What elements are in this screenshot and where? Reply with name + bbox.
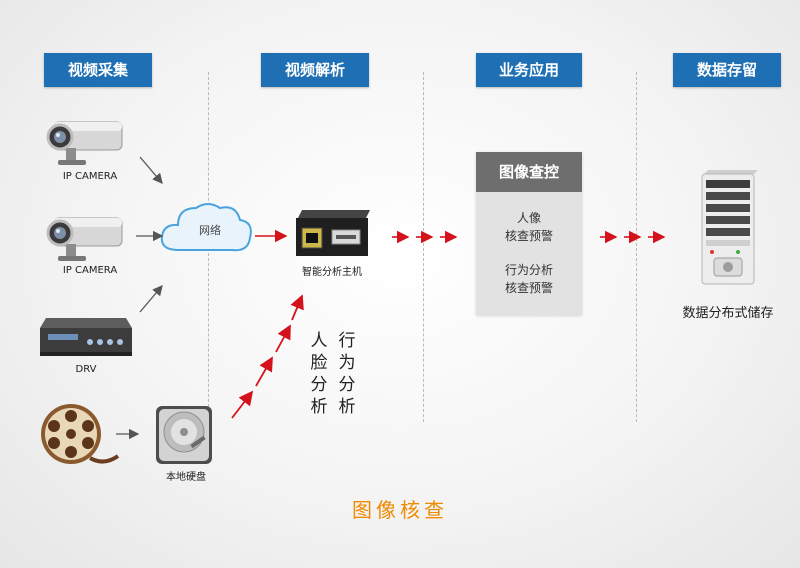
ip-camera-icon bbox=[46, 217, 123, 261]
panel-line: 行为分析 bbox=[504, 263, 553, 277]
stage-divider bbox=[636, 72, 637, 422]
panel-line: 人像 bbox=[516, 211, 541, 225]
camera-1-label: IP CAMERA bbox=[62, 171, 118, 182]
network-cloud-label: 网络 bbox=[199, 224, 221, 237]
behavior-analysis-label: 行为分析 bbox=[338, 331, 356, 417]
ip-camera-icon bbox=[46, 121, 123, 165]
panel-line: 核查预警 bbox=[504, 229, 553, 243]
stage-header-parse: 视频解析 bbox=[261, 53, 369, 87]
analyzer-host-icon bbox=[296, 210, 370, 256]
server-tower-icon bbox=[701, 170, 758, 285]
storage-label: 数据分布式储存 bbox=[682, 306, 774, 321]
stage-header-application: 业务应用 bbox=[476, 53, 582, 87]
panel-line: 核查预警 bbox=[504, 281, 553, 295]
stage-header-storage: 数据存留 bbox=[673, 53, 781, 87]
film-reel-icon bbox=[41, 404, 120, 464]
stage-header-capture: 视频采集 bbox=[44, 53, 152, 87]
dvr-label: DRV bbox=[75, 364, 97, 375]
face-analysis-label: 人脸分析 bbox=[310, 331, 328, 417]
stage-divider bbox=[423, 72, 424, 422]
analyzer-host-label: 智能分析主机 bbox=[302, 267, 362, 278]
camera-2-label: IP CAMERA bbox=[62, 265, 118, 276]
footer-title: 图像核查 bbox=[352, 498, 448, 522]
disk-to-analyzer-arrow bbox=[231, 294, 304, 419]
hard-disk-icon bbox=[156, 406, 212, 464]
source-arrows bbox=[116, 156, 164, 440]
panel-title: 图像查控 bbox=[476, 152, 582, 192]
dvr-icon bbox=[40, 318, 132, 356]
image-control-panel: 图像查控 人像 核查预警 行为分析 核查预警 bbox=[476, 152, 582, 315]
hard-disk-label: 本地硬盘 bbox=[166, 472, 206, 483]
